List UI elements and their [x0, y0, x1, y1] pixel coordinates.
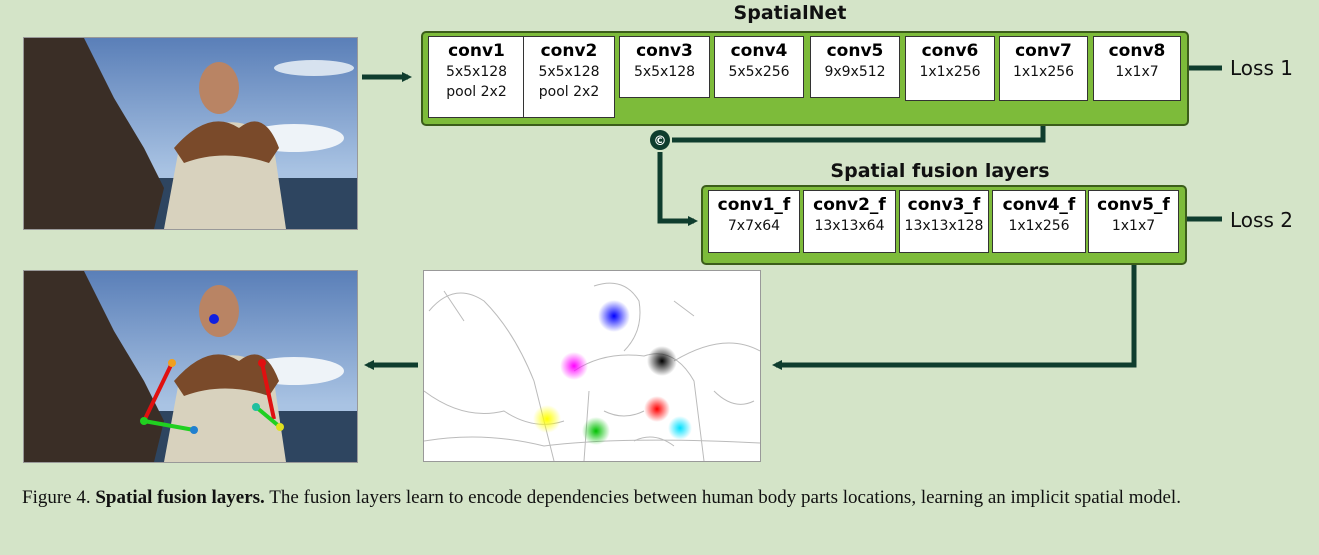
output-photo	[23, 270, 358, 463]
figure-caption: Figure 4. Spatial fusion layers. The fus…	[22, 484, 1312, 511]
layer-name: conv1	[448, 41, 505, 61]
caption-label: Figure 4.	[22, 487, 91, 508]
layer-name: conv3_f	[907, 195, 981, 215]
spatialnet-layer-conv1: conv1 5x5x128 pool 2x2	[428, 36, 525, 118]
heatmap-panel	[423, 270, 761, 462]
spatialnet-layer-conv3: conv3 5x5x128	[619, 36, 710, 98]
layer-pool: pool 2x2	[446, 84, 507, 100]
layer-spec: 1x1x256	[1012, 64, 1075, 80]
fusion-layer-conv5_f: conv5_f 1x1x7	[1088, 190, 1179, 253]
loss-1-label: Loss 1	[1230, 56, 1293, 80]
fusion-layer-conv1_f: conv1_f 7x7x64	[708, 190, 800, 253]
layer-name: conv2	[540, 41, 598, 61]
layer-spec: 13x13x128	[904, 218, 984, 234]
layer-name: conv1_f	[717, 195, 791, 215]
layer-name: conv5_f	[1097, 195, 1170, 215]
fusion-title: Spatial fusion layers	[830, 160, 1050, 182]
layer-pool: pool 2x2	[538, 84, 600, 100]
layer-spec: 1x1x7	[1111, 218, 1156, 234]
layer-name: conv7	[1015, 41, 1072, 61]
layer-spec: 5x5x128	[633, 64, 696, 80]
spatialnet-layer-conv4: conv4 5x5x256	[714, 36, 804, 98]
layer-spec: 1x1x256	[1008, 218, 1070, 234]
layer-spec: 13x13x64	[814, 218, 885, 234]
layer-name: conv3	[636, 41, 693, 61]
layer-spec: 1x1x256	[919, 64, 981, 80]
fusion-to-output	[772, 262, 1137, 370]
spatialnet-layer-conv2: conv2 5x5x128 pool 2x2	[523, 36, 615, 118]
loss-2-label: Loss 2	[1230, 208, 1293, 232]
layer-name: conv4	[730, 41, 788, 61]
layer-name: conv6	[921, 41, 979, 61]
layer-spec: 7x7x64	[727, 218, 781, 234]
layer-name: conv2_f	[813, 195, 886, 215]
caption-text: The fusion layers learn to encode depend…	[269, 487, 1181, 508]
layer-spec: 5x5x128	[538, 64, 600, 80]
layer-spec: 5x5x256	[728, 64, 790, 80]
layer-spec: 1x1x7	[1115, 64, 1159, 80]
layer-name: conv8	[1108, 41, 1166, 61]
spatialnet-layer-conv7: conv7 1x1x256	[999, 36, 1088, 101]
concat-to-fusion	[657, 152, 698, 226]
spatialnet-title: SpatialNet	[733, 2, 847, 24]
layer-name: conv5	[826, 41, 884, 61]
layer-spec: 5x5x128	[445, 64, 508, 80]
caption-bold: Spatial fusion layers.	[95, 487, 265, 508]
concat-node	[650, 130, 670, 150]
spatialnet-layer-conv5: conv5 9x9x512	[810, 36, 900, 98]
spatialnet-layer-conv8: conv8 1x1x7	[1093, 36, 1181, 101]
fusion-layer-conv2_f: conv2_f 13x13x64	[803, 190, 896, 253]
fusion-layer-conv4_f: conv4_f 1x1x256	[992, 190, 1086, 253]
layer-spec: 9x9x512	[824, 64, 886, 80]
spatialnet-layer-conv6: conv6 1x1x256	[905, 36, 995, 101]
concat-symbol: ©	[654, 134, 667, 149]
layer-name: conv4_f	[1002, 195, 1076, 215]
fusion-layer-conv3_f: conv3_f 13x13x128	[899, 190, 989, 253]
input-photo	[23, 37, 358, 230]
